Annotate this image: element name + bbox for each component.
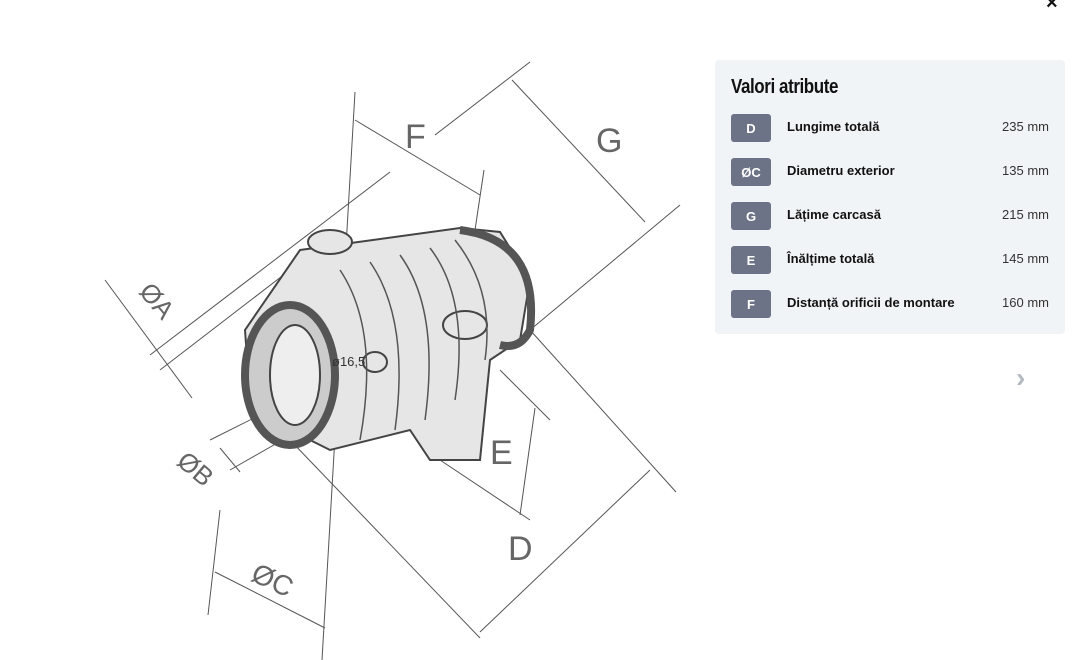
chevron-right-icon[interactable]: › (1016, 362, 1026, 393)
attribute-label: Lățime carcasă (787, 207, 881, 222)
attribute-label: Diametru exterior (787, 163, 895, 178)
label-a: ØA (133, 277, 181, 326)
attribute-row-c: ØC Diametru exterior 135 mm (731, 158, 1049, 186)
attribute-row-f: F Distanță orificii de montare 160 mm (731, 290, 1049, 318)
attribute-value: 145 mm (1002, 251, 1049, 266)
attribute-label: Înălțime totală (787, 251, 875, 266)
attribute-value: 160 mm (1002, 295, 1049, 310)
dimension-lines (104, 61, 681, 660)
attribute-label: Lungime totală (787, 119, 880, 134)
label-hole: ø16,5 (332, 354, 365, 369)
label-b: ØB (171, 445, 219, 492)
label-g: G (596, 122, 622, 160)
attribute-values-panel: Valori atribute D Lungime totală 235 mm … (715, 60, 1065, 334)
attribute-code-badge: F (731, 290, 771, 318)
attribute-code-badge: D (731, 114, 771, 142)
attribute-label: Distanță orificii de montare (787, 295, 955, 310)
attribute-value: 135 mm (1002, 163, 1049, 178)
pump-body (241, 226, 536, 461)
attribute-row-d: D Lungime totală 235 mm (731, 114, 1049, 142)
technical-drawing: F G ØA ØB ØC D E ø16,5 (104, 61, 681, 660)
label-f: F (405, 118, 426, 156)
attribute-code-badge: E (731, 246, 771, 274)
attribute-value: 235 mm (1002, 119, 1049, 134)
label-e: E (490, 434, 513, 472)
attribute-code-badge: G (731, 202, 771, 230)
attribute-row-e: E Înălțime totală 145 mm (731, 246, 1049, 274)
attribute-row-g: G Lățime carcasă 215 mm (731, 202, 1049, 230)
label-d: D (508, 530, 533, 568)
close-icon[interactable]: × (1046, 0, 1058, 14)
panel-title: Valori atribute (731, 76, 838, 98)
attribute-value: 215 mm (1002, 207, 1049, 222)
attribute-code-badge: ØC (731, 158, 771, 186)
label-c: ØC (247, 557, 298, 603)
